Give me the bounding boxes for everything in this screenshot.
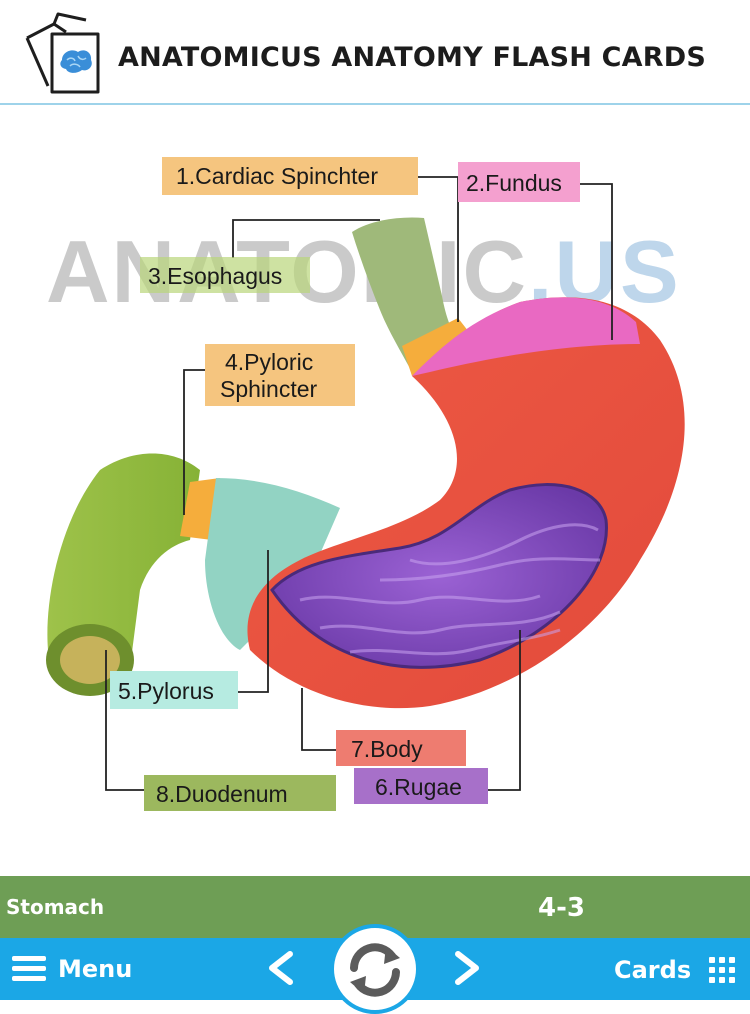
refresh-icon bbox=[350, 943, 400, 997]
fundus-label-box bbox=[458, 162, 580, 202]
cards-label: Cards bbox=[614, 956, 692, 984]
cards-button[interactable]: Cards bbox=[614, 952, 736, 988]
pyloric-label-box bbox=[205, 344, 355, 406]
pylorus-label: 5.Pylorus bbox=[118, 678, 214, 704]
duodenum-label: 8.Duodenum bbox=[156, 781, 288, 807]
duodenum-shape bbox=[47, 453, 200, 681]
fundus-label: 2.Fundus bbox=[466, 170, 562, 196]
next-card-button[interactable] bbox=[446, 948, 486, 988]
topic-label: Stomach bbox=[6, 895, 105, 919]
pylorus-label-box bbox=[110, 671, 238, 709]
bottom-nav: Menu Cards bbox=[0, 924, 750, 1014]
body-label-box bbox=[336, 730, 466, 766]
rugae-label-box bbox=[354, 768, 488, 804]
pyloric-sphincter-label-line2: Sphincter bbox=[220, 376, 318, 402]
hamburger-icon bbox=[12, 956, 46, 982]
rugae-folds bbox=[299, 523, 601, 656]
stomach-diagram: ANATOMIC.US bbox=[46, 157, 685, 811]
pyloric-sphincter-label-line1: 4.Pyloric bbox=[225, 349, 313, 375]
grid-icon bbox=[709, 957, 736, 983]
previous-card-button[interactable] bbox=[262, 948, 302, 988]
rugae-label: 6.Rugae bbox=[375, 774, 462, 800]
menu-label: Menu bbox=[58, 955, 133, 983]
card-counter: 4-3 bbox=[538, 893, 585, 923]
body-label: 7.Body bbox=[351, 736, 423, 762]
fundus-shape bbox=[412, 297, 640, 376]
brain-cards-icon bbox=[22, 10, 112, 96]
cardiac-sphincter-label: 1.Cardiac Spinchter bbox=[176, 163, 378, 189]
app-title: ANATOMICUS ANATOMY FLASH CARDS bbox=[118, 42, 706, 73]
menu-button[interactable]: Menu bbox=[12, 952, 132, 986]
flip-card-button[interactable] bbox=[330, 924, 420, 1014]
chevron-right-icon bbox=[455, 951, 479, 985]
esophagus-label-box bbox=[140, 257, 310, 293]
cardiac-label-box bbox=[162, 157, 418, 195]
pylorus-shape bbox=[205, 478, 340, 650]
esophagus-label: 3.Esophagus bbox=[148, 263, 282, 289]
duodenum-label-box bbox=[144, 775, 336, 811]
app-header: ANATOMICUS ANATOMY FLASH CARDS bbox=[0, 0, 750, 105]
chevron-left-icon bbox=[269, 951, 293, 985]
flash-card[interactable]: ANATOMIC.US bbox=[0, 105, 750, 875]
duodenum-lining bbox=[60, 636, 120, 684]
cardiac-sphincter-shape bbox=[402, 318, 472, 376]
